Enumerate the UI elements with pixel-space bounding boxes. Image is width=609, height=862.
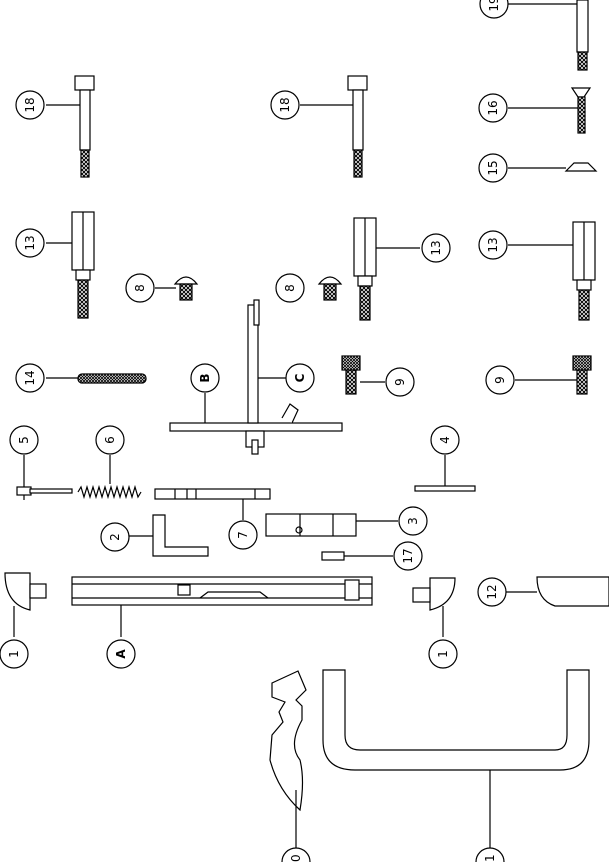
callout-19: 19	[479, 0, 509, 19]
part-12-dome-cap	[506, 576, 609, 607]
callout-label: 15	[486, 160, 500, 175]
callout-label: 9	[493, 376, 507, 384]
callout-14: 14	[15, 363, 45, 393]
callout-10: 10	[281, 847, 311, 862]
callout-A: A	[106, 639, 136, 669]
part-10-lever	[269, 670, 307, 848]
part-13-standoff-left	[46, 211, 95, 319]
callout-C: C	[285, 363, 315, 393]
part-a-channel	[71, 576, 373, 637]
callout-label: 8	[133, 284, 147, 292]
callout-label: 8	[283, 284, 297, 292]
callout-label: 6	[103, 436, 117, 444]
part-c-rod	[245, 299, 299, 455]
part-8-screw-left	[155, 276, 199, 301]
part-15-washer	[508, 162, 598, 172]
callout-label: 19	[487, 0, 501, 12]
callout-label: 17	[401, 548, 415, 563]
callout-label: 14	[23, 370, 37, 385]
callout-6: 6	[95, 425, 125, 455]
part-1-endcap-left	[4, 572, 47, 637]
callout-18: 18	[270, 90, 300, 120]
callout-B: B	[190, 363, 220, 393]
callout-label: 1	[7, 650, 21, 658]
callout-label: C	[293, 373, 307, 382]
callout-11: 11	[475, 847, 505, 862]
callout-label: 3	[406, 517, 420, 525]
part-3-block	[265, 513, 398, 537]
callout-2: 2	[100, 522, 130, 552]
part-8-screw-middle	[317, 276, 343, 301]
callout-label: 7	[236, 531, 250, 539]
callout-label: 1	[436, 650, 450, 658]
callout-13: 13	[421, 233, 451, 263]
callout-label: A	[114, 649, 128, 659]
part-2-bracket	[125, 514, 209, 557]
part-11-handle	[322, 669, 590, 848]
callout-8: 8	[125, 273, 155, 303]
callout-13: 13	[15, 228, 45, 258]
part-6-spring	[77, 455, 142, 500]
part-7-slider	[154, 488, 271, 520]
part-18-bolt-middle	[300, 75, 368, 178]
part-14-knurled-pin	[46, 373, 147, 384]
callout-5: 5	[9, 425, 39, 455]
callout-label: 16	[486, 100, 500, 115]
callout-label: 12	[485, 584, 499, 599]
callout-8: 8	[275, 273, 305, 303]
callout-12: 12	[477, 577, 507, 607]
callout-13: 13	[478, 230, 508, 260]
callout-label: 9	[393, 378, 407, 386]
callout-17: 17	[393, 541, 423, 571]
callout-1: 1	[428, 639, 458, 669]
callout-3: 3	[398, 506, 428, 536]
part-19-bolt	[508, 0, 589, 71]
callout-4: 4	[430, 425, 460, 455]
part-5-pin	[16, 455, 73, 500]
callout-16: 16	[478, 93, 508, 123]
callout-label: 13	[429, 240, 443, 255]
part-4-bar	[414, 455, 476, 492]
callout-15: 15	[478, 153, 508, 183]
callout-label: 10	[289, 854, 303, 862]
callout-7: 7	[228, 520, 258, 550]
part-13-standoff-middle	[353, 217, 420, 321]
callout-label: 2	[108, 533, 122, 541]
part-9-screw-middle	[341, 355, 385, 395]
callout-9: 9	[385, 367, 415, 397]
callout-label: 4	[438, 436, 452, 444]
callout-label: 18	[23, 97, 37, 112]
callout-1: 1	[0, 639, 29, 669]
callout-label: 13	[23, 235, 37, 250]
callout-label: 5	[17, 436, 31, 444]
part-18-bolt-left	[46, 75, 95, 178]
part-17-small-pin	[321, 551, 393, 561]
part-1-endcap-right	[412, 577, 456, 637]
callout-label: B	[198, 373, 212, 382]
callout-9: 9	[485, 365, 515, 395]
callout-18: 18	[15, 90, 45, 120]
callout-label: 18	[278, 97, 292, 112]
part-16-countersunk-screw	[508, 87, 592, 134]
callout-label: 11	[483, 854, 497, 862]
callout-label: 13	[486, 237, 500, 252]
part-13-standoff-right	[508, 221, 596, 321]
part-9-screw-right	[515, 355, 592, 395]
